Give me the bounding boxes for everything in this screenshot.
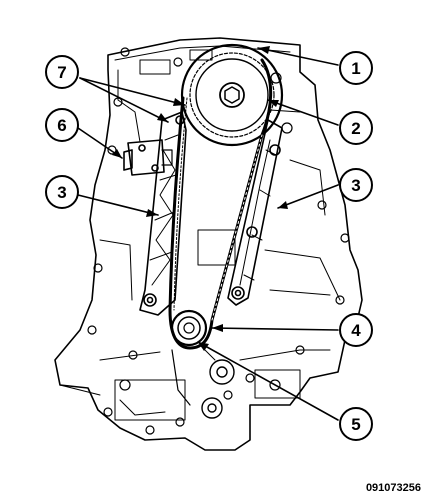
callout-7: 7 xyxy=(45,55,79,89)
callout-2: 2 xyxy=(339,111,373,145)
callout-3-right-number: 3 xyxy=(351,176,360,195)
leader-lines xyxy=(77,47,339,421)
engine-block xyxy=(54,37,363,451)
callout-6: 6 xyxy=(45,108,79,142)
tensioner-arm-guide xyxy=(139,111,187,316)
callout-5-number: 5 xyxy=(351,415,360,434)
callout-1: 1 xyxy=(339,51,373,85)
camshaft-sprocket xyxy=(180,43,284,147)
figure-id: 091073256 xyxy=(365,482,421,494)
callout-6-number: 6 xyxy=(57,116,66,135)
block-bolts xyxy=(87,47,350,435)
callout-5: 5 xyxy=(339,407,373,441)
callout-3-left: 3 xyxy=(45,175,79,209)
callout-7-number: 7 xyxy=(57,63,66,82)
chain-tensioner xyxy=(123,139,173,176)
leader-arrowheads xyxy=(112,46,288,351)
callout-3-right: 3 xyxy=(339,168,373,202)
callout-3-left-number: 3 xyxy=(57,183,66,202)
callout-4-number: 4 xyxy=(351,321,361,340)
callout-2-number: 2 xyxy=(351,119,360,138)
lower-components xyxy=(119,344,235,419)
fixed-chain-guide xyxy=(227,119,283,306)
callout-4: 4 xyxy=(339,313,373,347)
timing-chain xyxy=(168,58,273,350)
callout-1-number: 1 xyxy=(351,59,360,78)
